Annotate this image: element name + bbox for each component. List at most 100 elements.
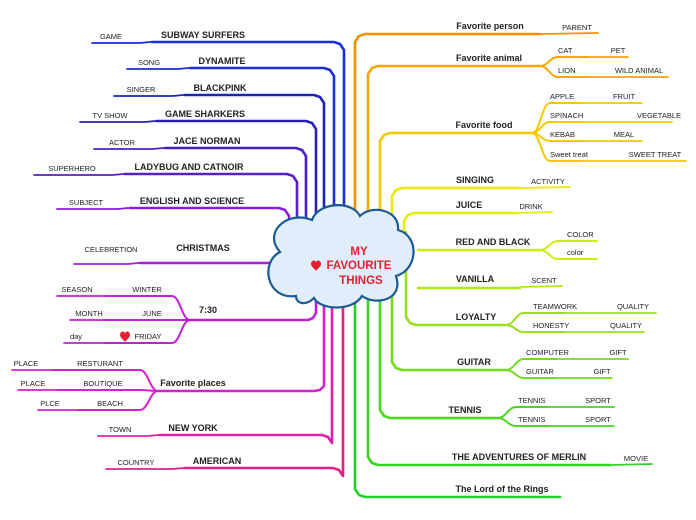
topic-favorite-animal[interactable]: Favorite animal — [456, 53, 522, 63]
topic-american[interactable]: AMERICAN — [193, 456, 242, 466]
subtopic-sweet-treat[interactable]: Sweet treat — [550, 150, 589, 159]
subtopic-singer[interactable]: SINGER — [127, 85, 156, 94]
subtopic-spinach[interactable]: SPINACH — [550, 111, 583, 120]
subtopic-color[interactable]: COLOR — [567, 230, 594, 239]
leaf-sport[interactable]: SPORT — [585, 415, 611, 424]
topic-loyalty[interactable]: LOYALTY — [456, 312, 497, 322]
topic-blackpink[interactable]: BLACKPINK — [194, 83, 247, 93]
subtopic-town[interactable]: TOWN — [109, 425, 132, 434]
leaf-place[interactable]: PLACE — [21, 379, 46, 388]
topic-favorite-food[interactable]: Favorite food — [455, 120, 512, 130]
topic-ladybug-and-catnoir[interactable]: LADYBUG AND CATNOIR — [135, 162, 244, 172]
branch-line-tennis — [378, 298, 500, 420]
subtopic-parent[interactable]: PARENT — [562, 23, 592, 32]
branch-line-favorite-places — [156, 245, 326, 393]
topic-the-adventures-of-merlin[interactable]: THE ADVENTURES OF MERLIN — [452, 452, 586, 462]
subtopic-computer[interactable]: COMPUTER — [526, 348, 570, 357]
leaf-day[interactable]: day — [70, 332, 82, 341]
topic-dynamite[interactable]: DYNAMITE — [199, 56, 246, 66]
topic-singing[interactable]: SINGING — [456, 175, 494, 185]
connector-lines — [11, 32, 687, 499]
leaf-place[interactable]: PLACE — [14, 359, 39, 368]
sub-line-parent — [539, 32, 599, 35]
subtopic-honesty[interactable]: HONESTY — [533, 321, 569, 330]
sub-line-superhero — [33, 173, 126, 176]
subtopic-kebab[interactable]: KEBAB — [550, 130, 575, 139]
sub-line-subject — [56, 207, 131, 210]
topic-guitar[interactable]: GUITAR — [457, 357, 491, 367]
leaf-fruit[interactable]: FRUIT — [613, 92, 635, 101]
branch-line-the-lord-of-the-rings — [353, 298, 562, 499]
subtopic-subject[interactable]: SUBJECT — [69, 198, 104, 207]
subtopic-tennis[interactable]: TENNIS — [518, 415, 546, 424]
subtopic-june[interactable]: JUNE — [142, 309, 162, 318]
topic-english-and-science[interactable]: ENGLISH AND SCIENCE — [140, 196, 244, 206]
leaf-pet[interactable]: PET — [611, 46, 626, 55]
leaf-quality[interactable]: QUALITY — [617, 302, 649, 311]
branch-line-ladybug-and-catnoir — [123, 172, 299, 249]
subtopic-actor[interactable]: ACTOR — [109, 138, 136, 147]
leaf-gift[interactable]: GIFT — [609, 348, 626, 357]
node-labels: SUBWAY SURFERS GAME DYNAMITE SONG BLACKPINK S… — [14, 21, 682, 494]
leaf-sweet-treat[interactable]: SWEET TREAT — [629, 150, 682, 159]
leaf-gift[interactable]: GIFT — [593, 367, 610, 376]
subtopic-apple[interactable]: APPLE — [550, 92, 574, 101]
leaf-meal[interactable]: MEAL — [614, 130, 634, 139]
topic-subway-surfers[interactable]: SUBWAY SURFERS — [161, 30, 245, 40]
leaf-season[interactable]: SEASON — [61, 285, 92, 294]
leaf-vegetable[interactable]: VEGETABLE — [637, 111, 681, 120]
leaf-plce[interactable]: PLCE — [40, 399, 60, 408]
topic-game-sharkers[interactable]: GAME SHARKERS — [165, 109, 245, 119]
branch-line-favorite-animal — [366, 64, 542, 217]
subtopic-drink[interactable]: DRINK — [519, 202, 542, 211]
sub-line-drink — [517, 211, 553, 214]
subtopic-superhero[interactable]: SUPERHERO — [48, 164, 96, 173]
leaf-wild-animal[interactable]: WILD ANIMAL — [615, 66, 663, 75]
topic-favorite-person[interactable]: Favorite person — [456, 21, 524, 31]
topic-730[interactable]: 7:30 — [199, 305, 217, 315]
topic-new-york[interactable]: NEW YORK — [168, 423, 218, 433]
subtopic-lion[interactable]: LION — [558, 66, 576, 75]
subtopic-movie[interactable]: MOVIE — [624, 454, 648, 463]
subtopic-color[interactable]: color — [567, 248, 584, 257]
topic-christmas[interactable]: CHRISTMAS — [176, 243, 230, 253]
sub-line-tennis-1 — [497, 417, 549, 427]
topic-vanilla[interactable]: VANILLA — [456, 274, 495, 284]
branch-line-game-sharkers — [155, 119, 318, 249]
central-topic[interactable]: MY FAVOURITE THINGS — [267, 204, 415, 309]
central-topic-line1: MY — [350, 246, 368, 258]
sub-line-color-1 — [539, 249, 598, 260]
subtopic-guitar[interactable]: GUITAR — [526, 367, 554, 376]
topic-juice[interactable]: JUICE — [456, 200, 483, 210]
branch-line-favorite-food — [378, 131, 534, 217]
subtopic-song[interactable]: SONG — [138, 58, 160, 67]
subtopic-winter[interactable]: WINTER — [132, 285, 162, 294]
subtopic-boutique[interactable]: BOUTIQUE — [83, 379, 122, 388]
topic-jace-norman[interactable]: JACE NORMAN — [173, 136, 240, 146]
subtopic-game[interactable]: GAME — [100, 32, 122, 41]
leaf-quality[interactable]: QUALITY — [610, 321, 642, 330]
subtopic-country[interactable]: COUNTRY — [118, 458, 155, 467]
sub-line-activity — [519, 186, 571, 189]
subtopic-friday[interactable]: FRIDAY — [135, 332, 162, 341]
leaf-sport[interactable]: SPORT — [585, 396, 611, 405]
topic-favorite-places[interactable]: Favorite places — [160, 378, 226, 388]
subtopic-tennis[interactable]: TENNIS — [518, 396, 546, 405]
subtopic-activity[interactable]: ACTIVITY — [531, 177, 565, 186]
subtopic-cat[interactable]: CAT — [558, 46, 573, 55]
sub-line-movie — [609, 463, 653, 466]
sub-line-scent — [519, 285, 563, 288]
topic-tennis[interactable]: TENNIS — [448, 405, 481, 415]
subtopic-celebretion[interactable]: CELEBRETION — [85, 245, 138, 254]
subtopic-beach[interactable]: BEACH — [97, 399, 123, 408]
subtopic-resturant[interactable]: RESTURANT — [77, 359, 123, 368]
sub-line-song — [126, 67, 191, 70]
subtopic-teamwork[interactable]: TEAMWORK — [533, 302, 577, 311]
branch-line-the-adventures-of-merlin — [366, 298, 612, 467]
subtopic-tv-show[interactable]: TV SHOW — [93, 111, 129, 120]
topic-the-lord-of-the-rings[interactable]: The Lord of the Rings — [456, 484, 549, 494]
subtopic-scent[interactable]: SCENT — [531, 276, 557, 285]
topic-red-and-black[interactable]: RED AND BLACK — [456, 237, 531, 247]
leaf-month[interactable]: MONTH — [75, 309, 103, 318]
